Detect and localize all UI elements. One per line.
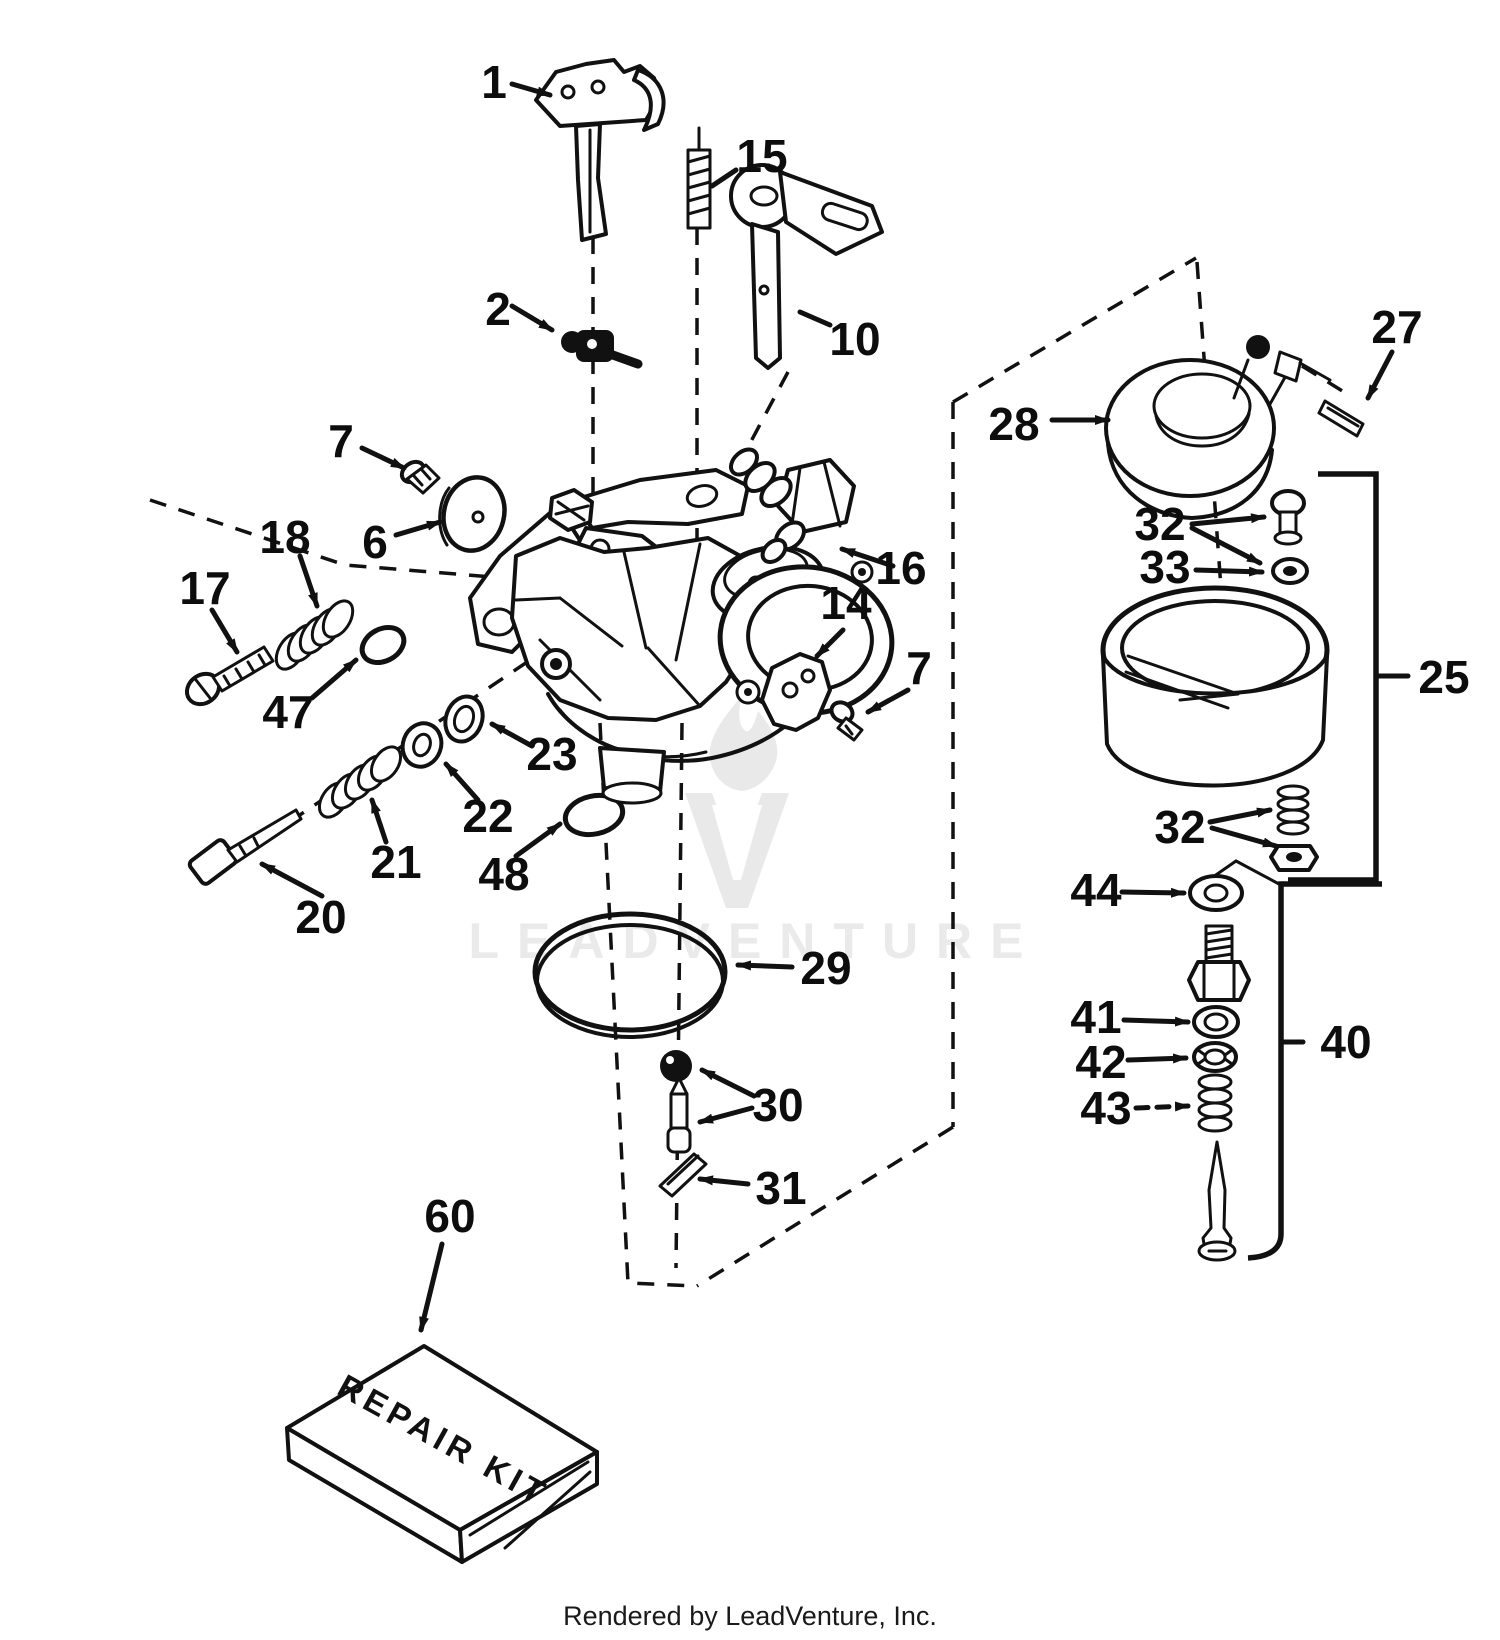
part-hinge-pin-27 xyxy=(1317,399,1365,438)
v-logo-icon xyxy=(685,793,789,908)
group-brackets xyxy=(1247,471,1411,1261)
part-nut-32-lower xyxy=(1269,844,1319,872)
part-disc-47 xyxy=(359,624,407,666)
part-spring-32-lower xyxy=(1276,784,1310,836)
callout-44: 44 xyxy=(1070,864,1122,916)
part-throttle-shaft-10 xyxy=(729,163,884,370)
callout-32: 32 xyxy=(1154,801,1205,853)
callout-42: 42 xyxy=(1075,1036,1126,1088)
callout-60: 60 xyxy=(424,1190,475,1242)
part-bowl-25 xyxy=(1100,585,1330,788)
part-inlet-needle-40 xyxy=(1197,1140,1237,1262)
part-washer-23 xyxy=(443,694,485,744)
part-disc-6 xyxy=(438,475,507,553)
callout-28: 28 xyxy=(988,398,1039,450)
callout-20: 20 xyxy=(295,891,346,943)
part-oring-29 xyxy=(532,911,728,1039)
watermark-text: LEADVENTURE xyxy=(468,913,1041,969)
callout-7: 7 xyxy=(328,415,354,467)
part-choke-shaft-1 xyxy=(534,58,666,242)
part-washer-33 xyxy=(1271,557,1309,585)
callout-22: 22 xyxy=(462,790,513,842)
callout-2: 2 xyxy=(485,283,511,335)
part-screw-32-upper xyxy=(1270,489,1306,546)
callout-40: 40 xyxy=(1320,1016,1371,1068)
callout-47: 47 xyxy=(262,686,313,738)
part-needle-20 xyxy=(187,808,303,886)
part-pin-30 xyxy=(666,1076,692,1154)
callout-48: 48 xyxy=(478,848,529,900)
callout-30: 30 xyxy=(752,1079,803,1131)
part-screw-7a xyxy=(399,459,441,495)
part-float-28 xyxy=(1104,335,1332,520)
part-washer-22 xyxy=(400,721,444,769)
part-spring-43 xyxy=(1197,1073,1233,1133)
part-gasket-48 xyxy=(562,792,626,838)
callout-27: 27 xyxy=(1371,301,1422,353)
repair-kit-box: REPAIR KIT xyxy=(285,1344,599,1564)
callout-14: 14 xyxy=(820,577,872,629)
part-ball-30 xyxy=(660,1050,692,1082)
callout-15: 15 xyxy=(736,130,787,182)
part-spring-21 xyxy=(317,745,403,819)
callout-41: 41 xyxy=(1070,991,1121,1043)
part-spring-15 xyxy=(686,126,712,230)
part-screw-7b xyxy=(829,700,864,742)
part-spring-18 xyxy=(274,599,355,671)
part-seat-bolt-40 xyxy=(1187,924,1251,1002)
part-screw-17 xyxy=(184,645,275,707)
callout-32: 32 xyxy=(1134,498,1185,550)
callout-layer: 1215107618174723222120481614728273233253… xyxy=(179,56,1469,1242)
callout-1: 1 xyxy=(481,56,507,108)
part-pin-31 xyxy=(658,1152,708,1198)
callout-18: 18 xyxy=(259,511,310,563)
callout-31: 31 xyxy=(755,1162,806,1214)
part-washer-42 xyxy=(1192,1041,1238,1073)
part-washer-44 xyxy=(1188,874,1244,912)
carburetor-body xyxy=(468,468,895,805)
callout-7: 7 xyxy=(906,642,932,694)
part-washer-41 xyxy=(1192,1005,1240,1039)
part-plate-14 xyxy=(760,652,832,732)
callout-25: 25 xyxy=(1418,651,1469,703)
callout-23: 23 xyxy=(526,728,577,780)
leader-arrows xyxy=(209,81,1395,1333)
callout-6: 6 xyxy=(362,516,388,568)
callout-17: 17 xyxy=(179,562,230,614)
callout-10: 10 xyxy=(829,313,880,365)
callout-33: 33 xyxy=(1139,541,1190,593)
part-inlet-fitting-16 xyxy=(728,447,856,564)
leadventure-watermark: LEADVENTURE xyxy=(468,697,1041,969)
callout-29: 29 xyxy=(800,942,851,994)
callout-21: 21 xyxy=(370,836,421,888)
part-clip-2 xyxy=(561,330,643,369)
callout-43: 43 xyxy=(1080,1082,1131,1134)
callout-16: 16 xyxy=(875,542,926,594)
footer-credit: Rendered by LeadVenture, Inc. xyxy=(563,1601,937,1631)
flame-logo-icon xyxy=(709,697,778,791)
